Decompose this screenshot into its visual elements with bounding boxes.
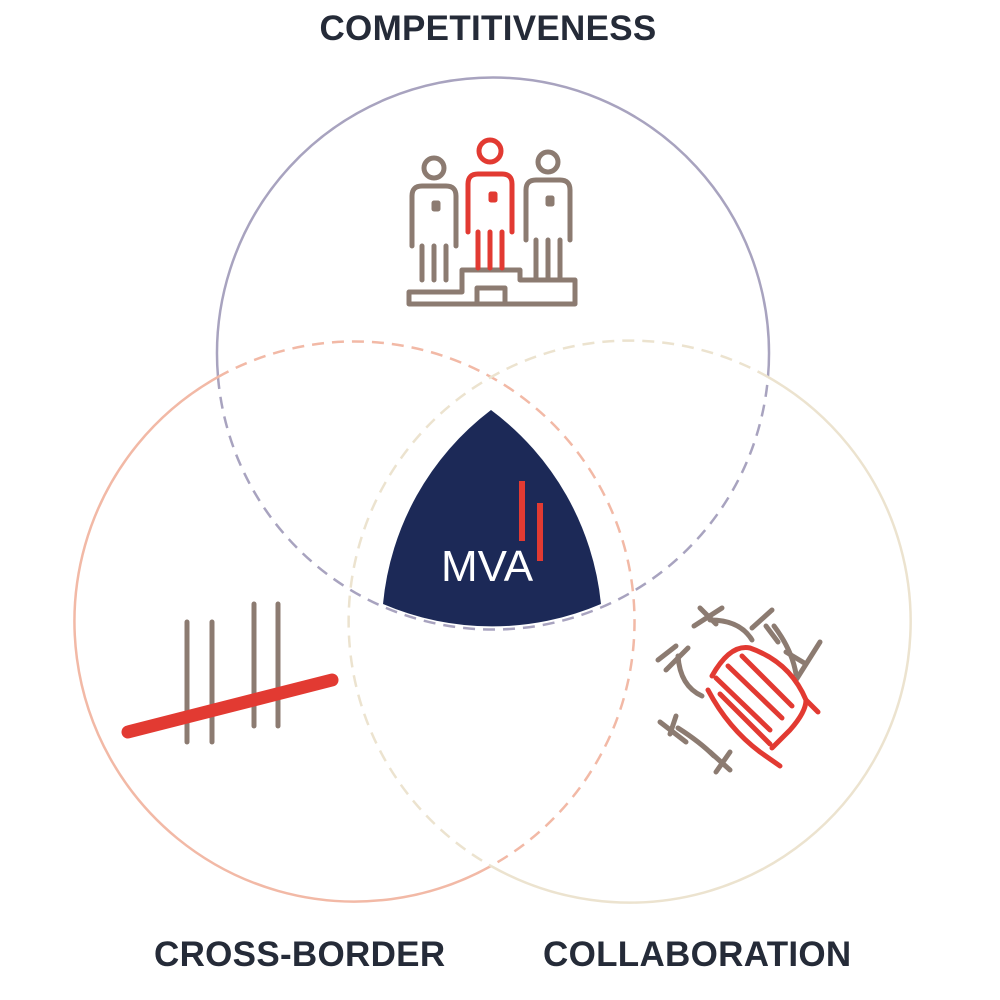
circle-collaboration-inner [347,339,769,868]
joined-hands-icon [655,605,823,775]
circle-competitiveness [215,76,771,378]
circle-competitiveness-inner [216,376,770,631]
center-intersection [383,410,601,627]
border-crossing-icon [121,601,339,745]
label-collaboration: COLLABORATION [543,935,852,974]
podium-people-icon [406,137,578,307]
label-cross-border: CROSS-BORDER [154,935,446,974]
mva-logo: MVA [441,481,543,591]
label-competitiveness: COMPETITIVENESS [319,9,657,48]
mva-logo-bar-1 [519,481,525,541]
circle-cross-border [73,375,492,903]
circle-cross-border-inner [217,340,636,868]
circle-collaboration [490,375,912,904]
center-label: MVA [441,542,534,591]
mva-logo-bar-2 [537,503,543,561]
